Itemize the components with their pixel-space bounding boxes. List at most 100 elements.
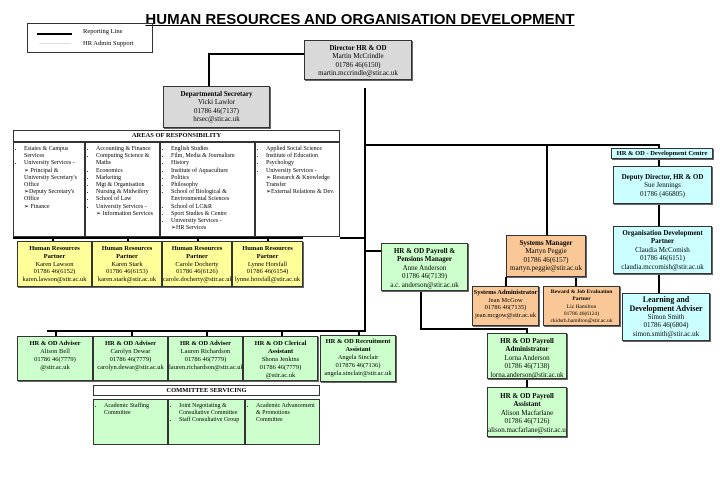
phone: 017876 46(7136) bbox=[335, 362, 381, 369]
bullet-list: Academic Staffing Committee bbox=[96, 403, 165, 417]
person-name: Anne Anderson bbox=[402, 263, 447, 272]
phone: 01786 46(6154) bbox=[246, 268, 289, 276]
list-column: Academic Advancement & Promotions Commit… bbox=[245, 399, 320, 445]
connector bbox=[365, 144, 659, 146]
connector bbox=[340, 237, 365, 239]
person-name: Angela Sinclair bbox=[337, 354, 379, 361]
email: @stir.ac.uk bbox=[265, 372, 296, 379]
list-item: English Studies bbox=[171, 146, 252, 153]
list-item: School of Law bbox=[96, 196, 157, 203]
reporting-line-swatch bbox=[37, 33, 72, 35]
person-name: Carole Docherty bbox=[175, 260, 219, 268]
role-title: HR & OD Recruitment Assistant bbox=[325, 338, 391, 353]
role-title: Organisation Development Partner bbox=[622, 229, 703, 246]
list-item: Institute of Education bbox=[266, 153, 337, 160]
list-item: Joint Negotiating & Consultative Committ… bbox=[179, 403, 242, 417]
list-item: ➢Deputy Secretary's Office bbox=[24, 189, 75, 203]
connector bbox=[52, 238, 54, 241]
connector bbox=[55, 330, 57, 336]
list-item: Staff Consultative Group bbox=[179, 417, 242, 424]
connector bbox=[364, 88, 366, 332]
connector bbox=[546, 144, 548, 236]
list-column: Joint Negotiating & Consultative Committ… bbox=[168, 399, 245, 445]
connector bbox=[526, 328, 528, 333]
connector bbox=[526, 379, 528, 387]
role-title: HR & OD Adviser bbox=[104, 340, 157, 347]
connector bbox=[267, 238, 269, 241]
role-title: Human Resources Partner bbox=[171, 245, 223, 260]
bullet-list: Accounting & FinanceComputing Science & … bbox=[88, 146, 157, 218]
list-item: Philosophy bbox=[171, 182, 252, 189]
person-name: Martin McCrindle bbox=[332, 52, 384, 61]
list-item: Economics bbox=[96, 168, 157, 175]
person-name: Alison Bell bbox=[40, 348, 70, 355]
page-title: HUMAN RESOURCES AND ORGANISATION DEVELOP… bbox=[145, 11, 575, 28]
list-item: History bbox=[171, 160, 252, 167]
phone: 01786 46(6152) bbox=[33, 268, 76, 276]
phone: 01786 46(7138) bbox=[504, 362, 550, 371]
phone: 01786 46(7126) bbox=[504, 417, 550, 426]
email: martin.mccrindle@stir.ac.uk bbox=[318, 69, 398, 78]
connector bbox=[197, 238, 199, 241]
list-item: Psychology bbox=[266, 160, 337, 167]
person-name: Shona Jenkins bbox=[261, 356, 300, 363]
phone: 01786 46(6150) bbox=[335, 60, 381, 69]
list-column: Estates & Campus ServicesUniversity Serv… bbox=[13, 142, 85, 237]
list-item: Nursing & Midwifery bbox=[96, 189, 157, 196]
role-title: Departmental Secretary bbox=[180, 90, 253, 98]
person-name: Lynne Horsfall bbox=[247, 260, 288, 268]
list-item: School of LC&R bbox=[171, 204, 252, 211]
person-name: Claudia McComish bbox=[635, 245, 690, 254]
phone: 01786 46(7779) bbox=[259, 364, 302, 371]
role-title: HR & OD Adviser bbox=[29, 340, 81, 347]
list-item: Academic Advancement & Promotions Commit… bbox=[256, 403, 317, 425]
connector bbox=[420, 328, 527, 330]
connector bbox=[280, 330, 283, 336]
list-item: ➢HR Services bbox=[171, 225, 207, 232]
person-name: Vicki Lawlor bbox=[197, 98, 236, 107]
phone: 01786 46(7137) bbox=[194, 106, 239, 115]
list-column: Academic Staffing Committee bbox=[93, 399, 168, 445]
role-title: HR & OD Adviser bbox=[179, 340, 232, 347]
role-title: HR & OD Clerical Assistant bbox=[254, 340, 307, 355]
connector bbox=[365, 250, 381, 252]
role-title: Systems Administrator bbox=[473, 289, 538, 296]
person-name: Martyn Peggie bbox=[525, 247, 567, 256]
legend-reporting-label: Reporting Line bbox=[83, 28, 123, 35]
list-item: Politics bbox=[171, 175, 252, 182]
email: hrsec@stir.ac.uk bbox=[193, 115, 240, 124]
phone: 01786 46(6124) bbox=[563, 310, 600, 317]
list-item: ➢ Principal & University Secretary's Off… bbox=[24, 167, 77, 189]
email: carolyn.dewar@stir.ac.uk bbox=[97, 364, 164, 371]
role-title: Systems Manager bbox=[519, 239, 573, 247]
email: jean.mcgow@stir.ac.uk bbox=[474, 311, 537, 319]
phone: 01786 46(6157) bbox=[523, 255, 569, 264]
connector bbox=[208, 53, 304, 55]
role-title: Human Resources Partner bbox=[29, 245, 80, 260]
dev-centre-label: HR & OD - Development Centre bbox=[611, 148, 713, 159]
role-title: Human Resources Partner bbox=[101, 245, 153, 260]
person-name: Simon Smith bbox=[647, 313, 685, 321]
role-title: HR & OD Payroll Assistant bbox=[500, 392, 554, 409]
list-item: University Services - bbox=[96, 204, 157, 211]
phone: 01786 46(7135) bbox=[484, 304, 527, 311]
role-title: Human Resources Partner bbox=[242, 245, 293, 260]
bullet-list: Estates & Campus ServicesUniversity Serv… bbox=[16, 146, 82, 211]
person-name: Alison Macfarlane bbox=[500, 408, 554, 417]
connector bbox=[13, 237, 303, 239]
connector bbox=[127, 238, 129, 241]
list-item: Mgt & Organisation bbox=[96, 182, 157, 189]
email: carole.docherty@stir.ac.uk bbox=[163, 276, 232, 284]
phone: 01786 46(6804) bbox=[643, 321, 689, 330]
bullet-list: Joint Negotiating & Consultative Committ… bbox=[171, 403, 242, 425]
